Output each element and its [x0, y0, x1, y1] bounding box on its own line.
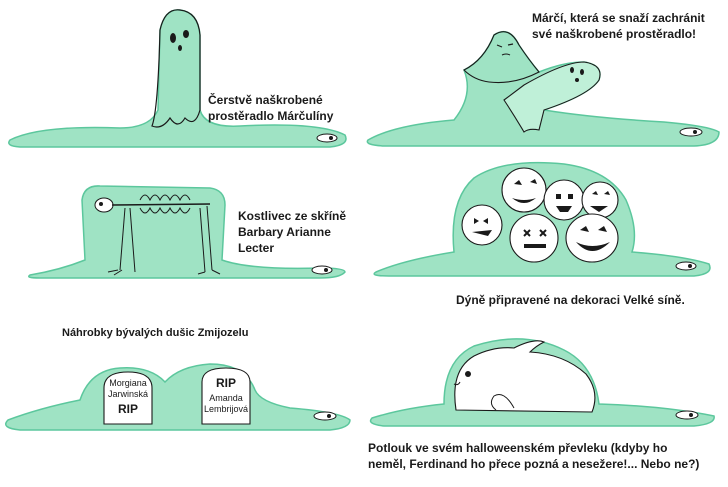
panel-tombstones: Náhrobky bývalých dušic Zmijozelu Morgia… — [0, 320, 364, 487]
caption-line: své naškrobené prostěradlo! — [532, 27, 697, 41]
snake-rabbit-illustration — [369, 338, 715, 427]
caption-skeleton: Kostlivec ze skříně Barbary Arianne Lect… — [238, 208, 364, 256]
snake-skeleton-illustration — [28, 185, 346, 279]
caption-line: neměl, Ferdinand ho přece pozná a neseže… — [368, 457, 700, 471]
snake-pumpkins-illustration — [373, 161, 711, 277]
caption-line: Márčí, která se snaží zachránit — [532, 11, 705, 25]
snake-tombstones-illustration — [5, 363, 351, 431]
panel-pumpkins: Dýně připravené na dekoraci Velké síně. — [364, 160, 728, 320]
caption-tombstones: Náhrobky bývalých dušic Zmijozelu — [62, 325, 248, 341]
panel-skeleton: Kostlivec ze skříně Barbary Arianne Lect… — [0, 160, 364, 300]
tombstone-rip: RIP — [215, 376, 236, 390]
caption-ghost-rescue: Márčí, která se snaží zachránit své našk… — [532, 10, 705, 42]
caption-pumpkins: Dýně připravené na dekoraci Velké síně. — [456, 292, 685, 308]
tombstone-2: RIP Amanda Lembrijová — [202, 376, 250, 415]
caption-line: Náhrobky bývalých dušic Zmijozelu — [62, 327, 249, 339]
caption-line: Potlouk ve svém halloweenském převleku (… — [368, 441, 668, 455]
caption-line: Kostlivec ze skříně — [238, 209, 347, 223]
tombstone-name: Amanda Lembrijová — [203, 393, 249, 414]
caption-line: Dýně připravené na dekoraci Velké síně. — [456, 293, 685, 307]
panel-rabbit: Potlouk ve svém halloweenském převleku (… — [364, 320, 728, 487]
tombstone-name: Morgiana Jarwinská — [107, 378, 148, 399]
snake-ghost-rescue-illustration — [366, 30, 720, 147]
tombstone-rip: RIP — [117, 402, 138, 416]
tombstone-1: Morgiana Jarwinská RIP — [104, 378, 152, 415]
panel-ghost: Čerstvě naškrobené prostěradlo Márčulíny — [0, 0, 364, 160]
caption-line: Čerstvě naškrobené — [208, 93, 323, 107]
caption-line: prostěradlo Márčulíny — [208, 109, 334, 123]
snake-ghost-illustration — [8, 9, 347, 148]
caption-ghost: Čerstvě naškrobené prostěradlo Márčulíny — [208, 92, 333, 124]
caption-line: Barbary Arianne Lecter — [238, 225, 331, 255]
caption-rabbit: Potlouk ve svém halloweenském převleku (… — [368, 440, 699, 472]
panel-ghost-rescue: Márčí, která se snaží zachránit své našk… — [364, 0, 728, 160]
